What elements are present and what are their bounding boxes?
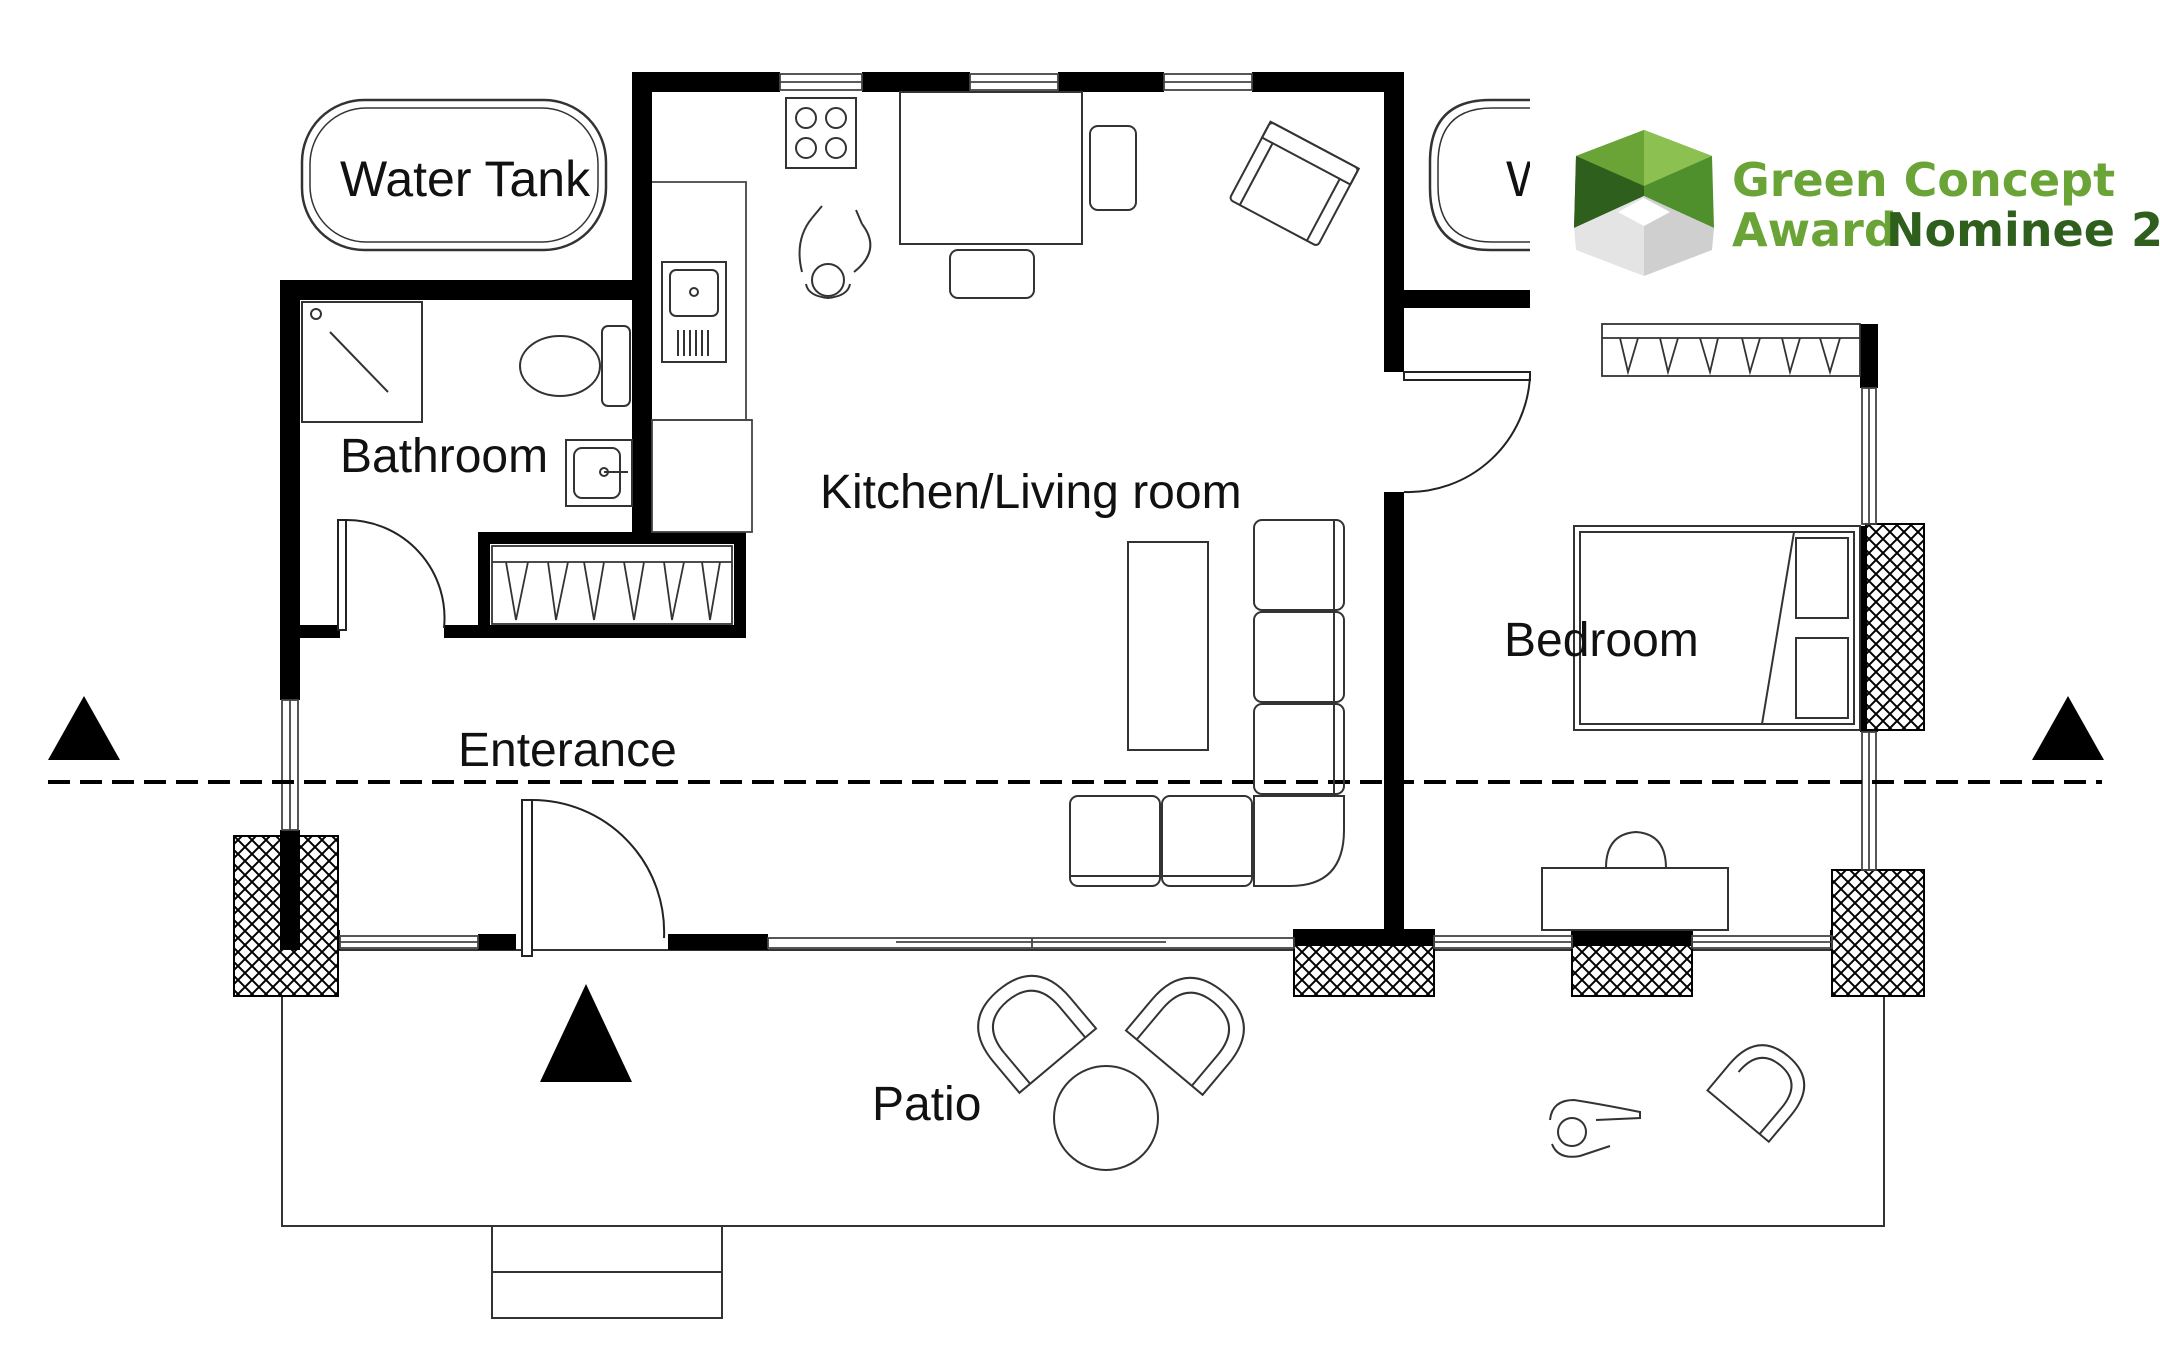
entrance-arrow bbox=[540, 984, 632, 1082]
section-line bbox=[48, 696, 2104, 1082]
hatched-columns bbox=[233, 523, 1925, 997]
toilet bbox=[519, 325, 631, 407]
patio-chair-right bbox=[1124, 976, 1245, 1097]
walls bbox=[280, 72, 1878, 950]
award-line1: Green Concept bbox=[1732, 153, 2115, 207]
wardrobe-bath bbox=[491, 545, 733, 625]
patio-chair-left bbox=[977, 974, 1098, 1095]
armchair-kitchen bbox=[1229, 120, 1361, 246]
label-patio: Patio bbox=[872, 1078, 981, 1131]
shower bbox=[301, 301, 423, 423]
patio-table bbox=[1053, 1065, 1159, 1171]
award-leaf-icon bbox=[1574, 130, 1714, 276]
section-arrow-right bbox=[2032, 696, 2104, 760]
water-tank-right bbox=[1428, 98, 1530, 252]
bedroom-wardrobe bbox=[1601, 323, 1861, 377]
dining-table bbox=[899, 91, 1137, 299]
patio-chair-far bbox=[1706, 1044, 1806, 1144]
stove bbox=[785, 97, 857, 169]
bed bbox=[1573, 525, 1861, 731]
doors bbox=[337, 371, 1531, 957]
patio-deck bbox=[281, 949, 1885, 1319]
person-patio bbox=[1549, 1098, 1641, 1158]
label-water-tank: Water Tank bbox=[340, 151, 591, 207]
sofa bbox=[1069, 519, 1345, 887]
label-bathroom: Bathroom bbox=[340, 430, 548, 483]
label-kitchen-living: Kitchen/Living room bbox=[820, 466, 1242, 519]
section-arrow-left bbox=[48, 696, 120, 760]
desk bbox=[1541, 830, 1729, 931]
water-tank-left bbox=[300, 98, 608, 252]
wall-bands bbox=[280, 830, 1692, 950]
bathroom-sink bbox=[565, 439, 633, 507]
award-badge: Green Concept Award Nominee 24 bbox=[1530, 104, 2160, 304]
label-entrance: Enterance bbox=[458, 724, 677, 777]
label-bedroom: Bedroom bbox=[1504, 614, 1699, 667]
award-line2-a: Award bbox=[1732, 203, 1897, 257]
kitchen-sink bbox=[661, 261, 727, 363]
coffee-table bbox=[1127, 541, 1209, 751]
person-kitchen bbox=[798, 205, 872, 300]
award-line2-b: Nominee 24 bbox=[1886, 203, 2160, 257]
kitchen-counter bbox=[651, 181, 753, 533]
windows bbox=[281, 73, 1877, 949]
